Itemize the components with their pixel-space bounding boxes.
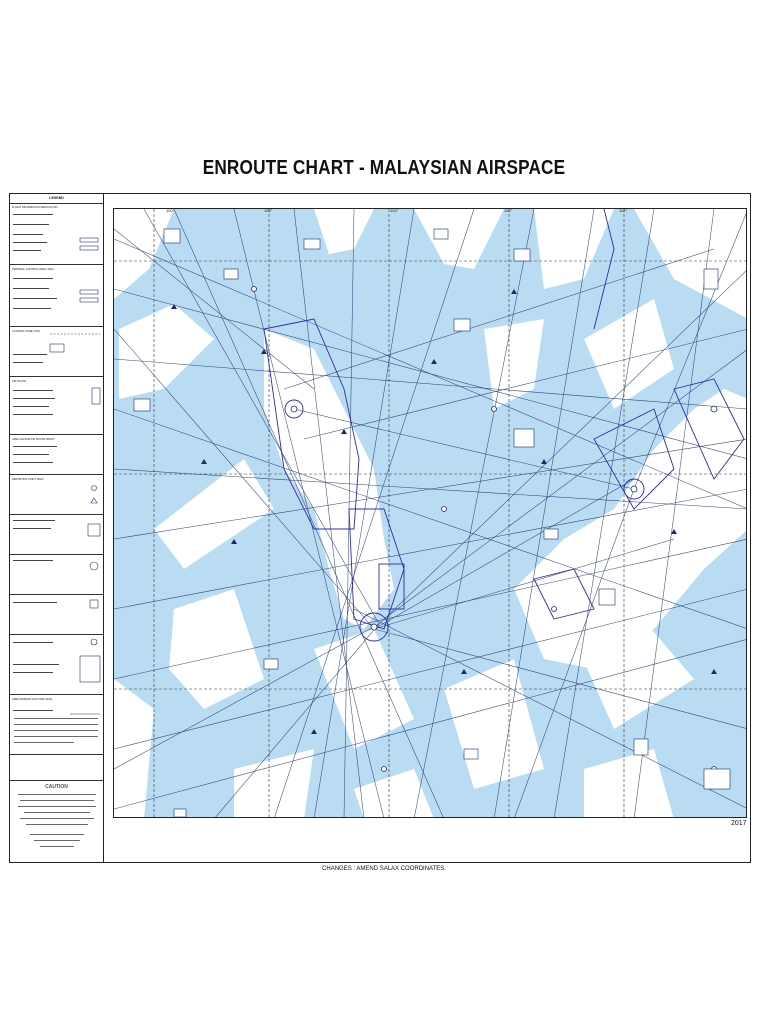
legend-row-ama: AREA MINIMUM ALTITUDE (AMA) xyxy=(12,698,53,701)
legend-row-air-route: AIR ROUTE xyxy=(12,380,27,383)
chart-frame xyxy=(9,193,751,863)
chart-title: ENROUTE CHART - MALAYSIAN AIRSPACE xyxy=(202,157,566,179)
legend-row-ctr: CONTROL ZONE (CTR) xyxy=(12,330,41,333)
legend-row-tma: TERMINAL CONTROL AREA (TMA) xyxy=(12,268,54,271)
changes-note: CHANGES : AMEND SALAX COORDINATES. xyxy=(322,866,446,872)
longitude-label: 112° xyxy=(619,208,627,213)
legend-row-rep: REPORTING POINT (REP) xyxy=(12,478,44,481)
legend-symbols xyxy=(13,214,101,847)
edition-year: 2017 xyxy=(731,820,747,827)
longitude-label: 104° xyxy=(390,208,399,213)
legend-row-rnav: AREA NAVIGATION ROUTE (RNAV) xyxy=(12,438,55,441)
caution-heading: CAUTION xyxy=(45,784,68,790)
legend-row-fir: FLIGHT INFORMATION REGION (FIR) xyxy=(12,206,58,209)
longitude-label: 100° xyxy=(166,208,175,213)
longitude-label: 110° xyxy=(504,208,512,213)
enroute-map[interactable]: 100° 102° 104° 110° 112° xyxy=(113,208,747,818)
legend-panel: LEGEND FLIGHT INFORMATION REGION (FIR) T… xyxy=(10,194,104,862)
map-drawing xyxy=(114,209,746,817)
longitude-label: 102° xyxy=(264,208,273,213)
legend-heading: LEGEND xyxy=(49,196,64,200)
